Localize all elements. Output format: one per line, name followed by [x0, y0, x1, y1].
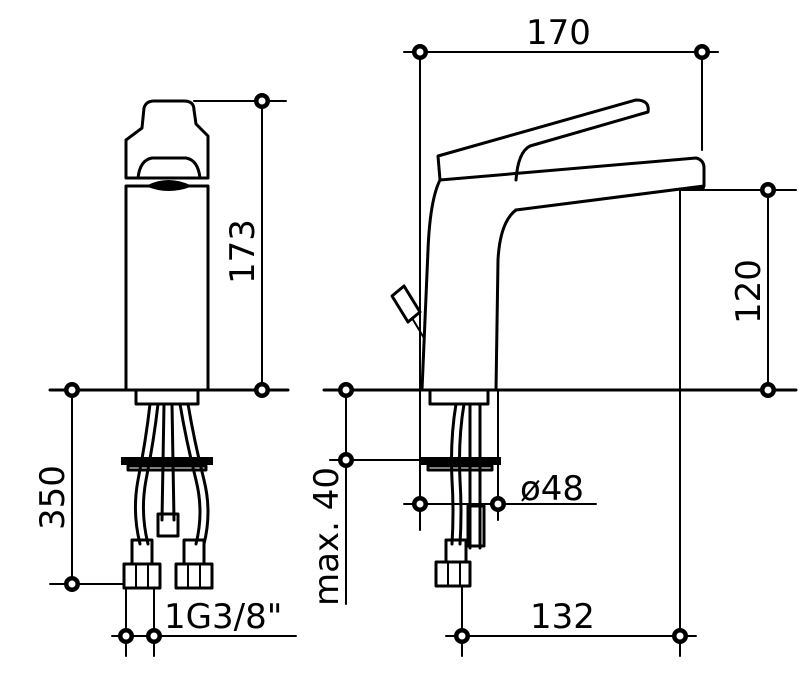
- dim-diameter-label: ø48: [520, 469, 584, 509]
- front-rod: [468, 402, 482, 550]
- dimension-dot-center: [342, 456, 350, 464]
- dim-132-label: 132: [530, 597, 595, 637]
- front-hose: [450, 402, 458, 546]
- dim-max40-label: max. 40: [307, 467, 347, 606]
- dim-connection-label: 1G3/8": [164, 597, 282, 637]
- dim-170-label: 170: [526, 13, 591, 53]
- side-view: [48, 99, 290, 590]
- dimension-dot-center: [68, 580, 76, 588]
- dim-connection: [111, 587, 297, 657]
- dimension-dot-center: [416, 48, 424, 56]
- dimension-dot-center: [258, 97, 266, 105]
- dimension-dot-center: [150, 632, 158, 640]
- front-fitting: [444, 538, 468, 564]
- dim-120: [679, 189, 797, 391]
- dimension-dot-center: [122, 632, 130, 640]
- side-body: [124, 184, 210, 392]
- side-nut-right: [174, 562, 214, 590]
- dimension-dot-center: [494, 500, 502, 508]
- dim-132: [445, 189, 697, 657]
- dimension-markers: [64, 44, 776, 644]
- dimension-dot-center: [68, 386, 76, 394]
- front-body-top: [438, 156, 706, 212]
- side-hose-right: [178, 402, 202, 546]
- dimension-dot-center: [258, 386, 266, 394]
- side-hose-right-inner: [186, 402, 210, 546]
- side-deck-plate-lower: [126, 464, 208, 472]
- dimension-dot-center: [764, 386, 772, 394]
- dim-170: [403, 51, 719, 531]
- front-view: [322, 98, 798, 588]
- side-deck-plate: [121, 457, 213, 465]
- side-shank: [134, 388, 200, 406]
- dim-173-label: 173: [223, 219, 263, 284]
- dimension-dot-center: [698, 48, 706, 56]
- dimension-dot-center: [416, 500, 424, 508]
- side-nut-left: [122, 562, 162, 590]
- dim-173: [193, 100, 287, 391]
- dimension-dot-center: [764, 186, 772, 194]
- front-nut: [434, 560, 472, 588]
- dim-350-label: 350: [33, 465, 73, 530]
- dim-120-label: 120: [729, 259, 769, 324]
- side-hose-left: [133, 402, 152, 546]
- dim-350: [49, 389, 125, 585]
- dimension-dot-center: [458, 632, 466, 640]
- side-fitting-right: [182, 538, 206, 566]
- front-body-spout-under: [494, 208, 518, 392]
- front-rod-nut: [466, 504, 486, 548]
- front-handle: [436, 98, 650, 182]
- side-lever: [124, 99, 210, 180]
- front-shank: [428, 388, 490, 406]
- side-hose-left-inner: [141, 402, 160, 546]
- front-popup-knob: [390, 284, 422, 324]
- dimension-dot-center: [676, 632, 684, 640]
- side-lever-inner: [136, 156, 202, 180]
- side-rod-nut: [156, 512, 180, 538]
- dimension-dot-center: [342, 386, 350, 394]
- front-body-left: [420, 178, 442, 392]
